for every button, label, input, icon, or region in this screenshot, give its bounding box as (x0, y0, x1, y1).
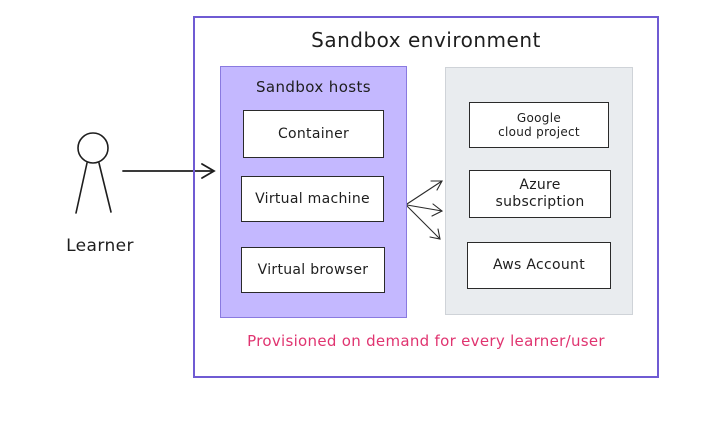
sandbox-hosts-title: Sandbox hosts (255, 78, 372, 96)
person-icon (75, 132, 112, 214)
learner-to-hosts-arrow (122, 163, 216, 179)
host-container-box: Container (243, 110, 384, 158)
google-cloud-project-box: Google cloud project (469, 102, 609, 148)
sandbox-environment-frame (193, 16, 659, 378)
aws-account-box: Aws Account (467, 242, 611, 289)
learner-label: Learner (66, 236, 134, 256)
provisioning-caption: Provisioned on demand for every learner/… (247, 332, 605, 350)
hosts-to-cloud-arrows (406, 180, 444, 240)
host-virtual-machine-box: Virtual machine (241, 176, 384, 222)
azure-subscription-box: Azure subscription (469, 170, 611, 218)
sandbox-environment-title: Sandbox environment (311, 28, 541, 52)
host-virtual-browser-box: Virtual browser (241, 247, 385, 293)
